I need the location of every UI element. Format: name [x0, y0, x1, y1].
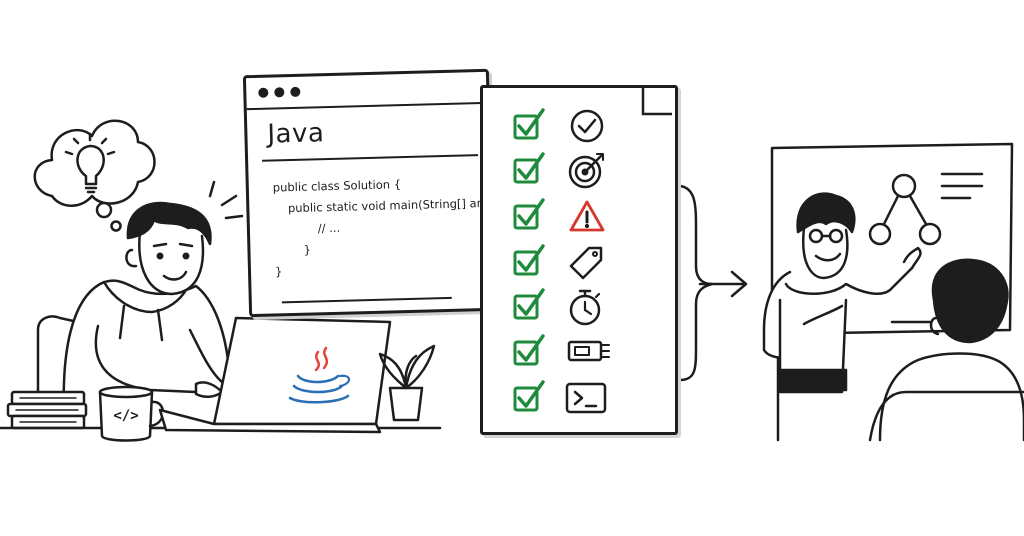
checklist-document	[480, 85, 678, 435]
window-dot-icon	[274, 87, 285, 98]
code-window-title: Java	[267, 118, 325, 150]
window-dot-icon	[290, 86, 301, 98]
java-code-window: Java public class Solution { public stat…	[242, 68, 510, 318]
potted-plant	[378, 344, 436, 422]
checkbox-icon	[513, 250, 539, 276]
checklist-row	[513, 244, 603, 280]
code-line: public class Solution {	[272, 177, 402, 195]
bracket-arrow	[678, 184, 748, 382]
checklist-row	[513, 152, 604, 189]
checklist-row	[513, 108, 604, 143]
checkbox-icon	[513, 294, 539, 320]
checklist-items	[513, 88, 672, 414]
checkbox-icon	[513, 158, 539, 184]
title-divider	[262, 154, 479, 162]
window-dot-icon	[258, 87, 269, 98]
code-line: // ...	[273, 220, 341, 237]
code-line: }	[274, 264, 283, 279]
audience-member	[868, 258, 1024, 442]
folded-corner	[641, 88, 672, 116]
warning-icon	[569, 200, 605, 232]
stopwatch-icon	[569, 289, 601, 326]
developer	[62, 201, 236, 414]
checkmark-circle-icon	[570, 109, 604, 143]
checklist-row	[513, 334, 610, 366]
chair	[36, 315, 80, 414]
checkbox-icon	[513, 114, 539, 140]
checklist-row	[513, 288, 601, 326]
code-block: public class Solution { public static vo…	[273, 171, 512, 282]
memory-chip-icon	[567, 340, 610, 362]
target-icon	[568, 153, 604, 189]
checkbox-icon	[513, 204, 539, 230]
coffee-mug	[98, 385, 165, 442]
java-logo-icon	[288, 346, 351, 404]
tree-diagram	[868, 172, 984, 246]
checkbox-icon	[513, 340, 539, 366]
tag-icon	[569, 246, 603, 280]
mug-code-symbol: </>	[113, 408, 138, 424]
lightbulb-icon	[64, 132, 116, 194]
checklist-row	[513, 380, 607, 414]
window-titlebar	[245, 71, 487, 111]
book-stack	[6, 390, 88, 430]
presenter	[762, 192, 922, 394]
code-underline	[281, 296, 452, 304]
checkbox-icon	[513, 386, 539, 412]
idea-spark-lines	[208, 180, 244, 220]
checklist-row	[513, 198, 605, 232]
code-line: }	[274, 242, 312, 258]
terminal-icon	[565, 382, 607, 414]
code-line: public static void main(String[] args) {	[273, 195, 511, 216]
